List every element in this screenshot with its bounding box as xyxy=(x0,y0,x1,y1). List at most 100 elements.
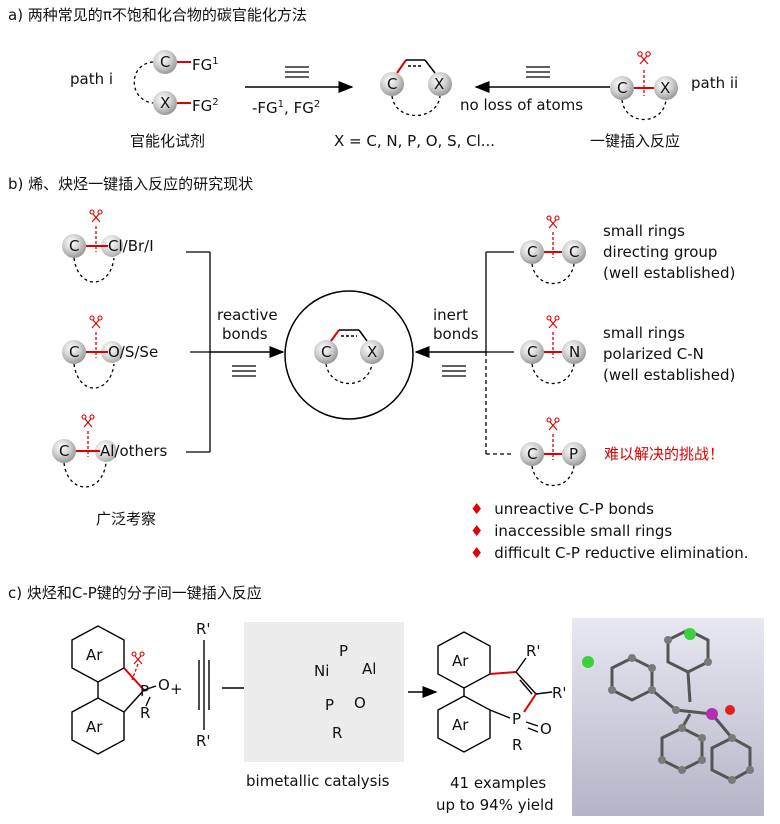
atom-c: C xyxy=(160,53,171,71)
x-list: X = C, N, P, O, S, Cl... xyxy=(334,132,496,150)
cat-al: Al xyxy=(362,660,377,678)
scissors-icon xyxy=(89,209,103,223)
right-atom-x: P xyxy=(569,445,579,463)
right-atom-x: C xyxy=(569,243,580,261)
sup1: 1 xyxy=(277,99,285,110)
atom-sphere xyxy=(428,72,452,96)
atom-sphere xyxy=(62,234,86,258)
scissors-icon xyxy=(546,215,560,229)
scissors-icon xyxy=(131,651,145,665)
left-partner: O/S/Se xyxy=(108,343,159,361)
bullet-text: unreactive C-P bonds xyxy=(494,500,654,518)
fg2-label: FG2 xyxy=(192,94,219,115)
left-caption: 广泛考察 xyxy=(96,510,157,528)
insert-atom-c: C xyxy=(617,79,628,97)
atom-sphere xyxy=(52,439,76,463)
fg1-sup: 1 xyxy=(212,56,219,67)
no-loss-label: no loss of atoms xyxy=(460,96,584,114)
prod-p: P xyxy=(512,710,522,728)
right-note: directing group xyxy=(603,243,718,261)
yield-label: up to 94% yield xyxy=(436,796,554,814)
path-ii-label: path ii xyxy=(691,74,739,92)
cat-p-top: P xyxy=(339,642,349,660)
diamond-icon: ♦ xyxy=(470,522,484,540)
left-atom-c: C xyxy=(59,442,70,460)
reactive-label-1: reactive xyxy=(217,306,278,324)
left-atom-c: C xyxy=(69,343,80,361)
scissors-icon xyxy=(81,414,95,428)
diamond-icon: ♦ xyxy=(470,544,484,562)
bullet-text: difficult C-P reductive elimination. xyxy=(494,544,749,562)
prod-r2: R' xyxy=(552,684,567,702)
right-note: (well established) xyxy=(603,264,736,282)
fg-text: FG xyxy=(192,56,213,74)
center-atom-x: X xyxy=(367,343,378,361)
atom-sphere xyxy=(62,340,86,364)
scissors-icon xyxy=(546,315,560,329)
section-a-title: a) 两种常见的π不饱和化合物的碳官能化方法 xyxy=(8,6,307,24)
prod-ar-bottom: Ar xyxy=(452,716,469,734)
atom-sphere xyxy=(380,72,404,96)
cat-p-bottom: P xyxy=(325,696,335,714)
sm-p: P xyxy=(140,682,150,700)
bullet-item: ♦ unreactive C-P bonds xyxy=(470,500,654,518)
crystal-structure-image xyxy=(572,618,764,816)
section-b-title: b) 烯、炔烃一键插入反应的研究现状 xyxy=(8,175,254,193)
fg-text: FG xyxy=(192,97,213,115)
sm-ar-bottom: Ar xyxy=(86,718,103,736)
fg1-label: FG1 xyxy=(192,53,219,74)
challenge-label: 难以解决的挑战！ xyxy=(604,445,725,463)
arrow-left-below-label: -FG1, FG2 xyxy=(252,96,320,117)
center-atom-c: C xyxy=(321,343,332,361)
dashed-link xyxy=(391,95,441,117)
right-note: small rings xyxy=(603,222,685,240)
dibenzophosphepine-product-structure xyxy=(437,631,553,753)
inert-label-2: bonds xyxy=(433,325,479,343)
scissors-icon xyxy=(637,51,651,65)
catalyst-box xyxy=(244,622,404,762)
reagent-caption: 官能化试剂 xyxy=(130,132,206,150)
minus-fg: -FG xyxy=(252,99,278,117)
sup2: 2 xyxy=(313,99,321,110)
right-note: (well established) xyxy=(603,366,736,384)
product-atom-c: C xyxy=(387,75,398,93)
alkene-bond xyxy=(396,59,407,74)
prod-o: O xyxy=(540,720,552,738)
dashed-link xyxy=(133,61,154,104)
prod-r1: R' xyxy=(526,642,541,660)
scissors-icon xyxy=(89,315,103,329)
diamond-icon: ♦ xyxy=(470,500,484,518)
examples-label: 41 examples xyxy=(450,774,547,792)
bullet-item: ♦ inaccessible small rings xyxy=(470,522,672,540)
dibenzophosphole-structure xyxy=(71,625,157,755)
right-atom-c: C xyxy=(527,445,538,463)
alkyne-r-bottom: R' xyxy=(196,732,211,750)
sm-o: O xyxy=(158,676,170,694)
left-partner: Cl/Br/I xyxy=(108,237,154,255)
left-atom-c: C xyxy=(69,237,80,255)
product-atom-x: X xyxy=(434,75,445,93)
prod-r: R xyxy=(512,736,523,754)
insert-caption: 一键插入反应 xyxy=(590,132,681,150)
right-note: polarized C-N xyxy=(603,345,704,363)
right-atom-x: N xyxy=(569,343,581,361)
atom-sphere xyxy=(654,76,678,100)
inert-label-1: inert xyxy=(433,306,468,324)
atom-sphere xyxy=(610,76,634,100)
atom-sphere xyxy=(153,50,177,74)
right-atom-c: C xyxy=(527,243,538,261)
alkyne-r-top: R' xyxy=(196,620,211,638)
atom-sphere xyxy=(153,91,177,115)
sm-ar-top: Ar xyxy=(86,646,103,664)
left-partner: Al/others xyxy=(100,442,168,460)
dashed-link xyxy=(621,99,667,121)
fg2-sup: 2 xyxy=(212,97,219,108)
center-circle xyxy=(284,290,414,420)
path-i-label: path i xyxy=(70,70,114,88)
cat-o: O xyxy=(354,694,366,712)
comma-fg: , FG xyxy=(284,99,314,117)
cat-r: R xyxy=(332,724,343,742)
plus-sign: + xyxy=(170,680,183,698)
insert-atom-x: X xyxy=(660,79,671,97)
atom-x: X xyxy=(160,94,171,112)
